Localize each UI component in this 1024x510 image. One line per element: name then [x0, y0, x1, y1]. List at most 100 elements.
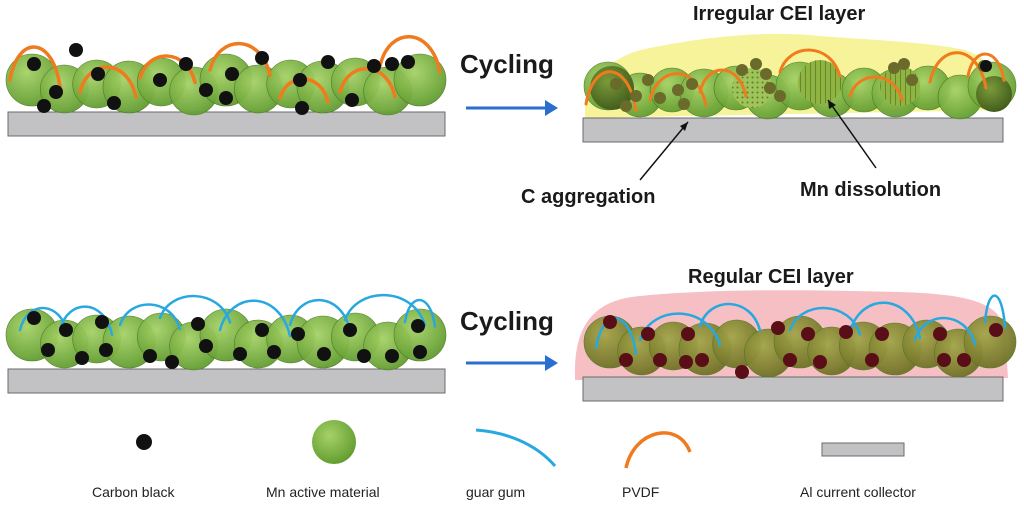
al-current-collector — [582, 117, 1004, 143]
carbon-black-cycled — [735, 365, 749, 379]
carbon-black-particle — [107, 96, 121, 110]
carbon-black-particle — [219, 91, 233, 105]
carbon-black-cycled — [933, 327, 947, 341]
mn-active-particle — [976, 76, 1012, 112]
carbon-aggregate — [898, 58, 910, 70]
carbon-aggregate — [736, 64, 748, 76]
al-current-collector — [7, 111, 446, 137]
regular-cei-label: Regular CEI layer — [688, 266, 854, 288]
carbon-black-particle — [357, 349, 371, 363]
carbon-black-cycled — [619, 353, 633, 367]
carbon-black-particle — [179, 57, 193, 71]
carbon-black-cycled — [937, 353, 951, 367]
carbon-aggregate — [620, 100, 632, 112]
pvdf-binder — [8, 45, 62, 89]
carbon-black-particle — [295, 101, 309, 115]
pvdf-binder — [966, 52, 1006, 82]
carbon-black-cycled — [865, 353, 879, 367]
cycling-label-top: Cycling — [460, 49, 554, 79]
carbon-aggregate — [654, 92, 666, 104]
irregular-cei-label: Irregular CEI layer — [693, 3, 866, 25]
carbon-aggregate — [774, 90, 786, 102]
carbon-black-particle — [95, 315, 109, 329]
carbon-black-particle — [91, 67, 105, 81]
carbon-black-particle — [75, 351, 89, 365]
carbon-aggregate — [764, 82, 776, 94]
pvdf-binder — [778, 48, 842, 78]
legend-guar-gum: guar gum — [466, 484, 525, 500]
carbon-black-particle — [291, 327, 305, 341]
carbon-black-cycled — [679, 355, 693, 369]
guar-gum-binder — [983, 294, 1007, 329]
mn-dissolved-particle — [798, 60, 842, 104]
arrow-right-icon — [466, 355, 558, 371]
guar-gum-binder — [848, 301, 922, 340]
pvdf-binder — [138, 54, 197, 85]
carbon-black-particle — [367, 59, 381, 73]
carbon-black-particle — [27, 57, 41, 71]
carbon-black-particle — [401, 55, 415, 69]
carbon-black-particle — [345, 93, 359, 107]
c-aggregation-label: C aggregation — [521, 186, 655, 208]
carbon-black-particle — [385, 57, 399, 71]
pvdf-binder — [698, 68, 748, 98]
mn-dissolution-label: Mn dissolution — [800, 179, 941, 201]
carbon-aggregate — [750, 58, 762, 70]
carbon-aggregate — [630, 90, 642, 102]
carbon-black-particle — [49, 85, 63, 99]
carbon-aggregate — [610, 78, 622, 90]
arrow-right-icon — [466, 100, 558, 116]
carbon-black-particle — [225, 67, 239, 81]
mn-particle-icon — [312, 420, 356, 464]
pvdf-binder — [848, 75, 904, 102]
carbon-aggregate — [888, 62, 900, 74]
carbon-black-cycled — [771, 321, 785, 335]
carbon-black-particle — [165, 355, 179, 369]
pvdf-binder — [648, 72, 708, 107]
guar-gum-binder — [118, 303, 182, 331]
carbon-black-icon — [136, 434, 152, 450]
carbon-aggregate — [760, 68, 772, 80]
carbon-black-cycled — [783, 353, 797, 367]
carbon-black-particle — [59, 323, 73, 337]
legend-al-current-collector: Al current collector — [800, 484, 916, 500]
mn-dissolved-particle — [880, 66, 920, 106]
carbon-black-particle — [37, 99, 51, 113]
carbon-black-cycled — [603, 315, 617, 329]
carbon-black-particle — [267, 345, 281, 359]
carbon-black-particle — [69, 43, 83, 57]
carbon-black-cycled — [839, 325, 853, 339]
pvdf-icon — [624, 431, 692, 469]
carbon-black-particle — [27, 311, 41, 325]
carbon-black-cycled — [957, 353, 971, 367]
carbon-black-particle — [980, 60, 992, 72]
guar-gum-binder — [403, 298, 437, 328]
mn-active-particle — [963, 315, 1017, 369]
legend-pvdf: PVDF — [622, 484, 659, 500]
carbon-black-particle — [343, 323, 357, 337]
c-aggregation-pointer — [639, 121, 689, 181]
collector-icon — [821, 442, 905, 457]
carbon-black-particle — [385, 349, 399, 363]
mn-dissolution-pointer — [827, 99, 877, 169]
carbon-black-particle — [293, 73, 307, 87]
guar-gum-binder — [913, 316, 977, 346]
carbon-black-particle — [255, 51, 269, 65]
al-current-collector — [582, 376, 1004, 402]
legend-mn-active-material: Mn active material — [266, 484, 380, 500]
pvdf-binder — [378, 35, 442, 74]
carbon-black-particle — [413, 345, 427, 359]
carbon-black-particle — [143, 349, 157, 363]
carbon-black-particle — [99, 343, 113, 357]
carbon-black-particle — [41, 343, 55, 357]
carbon-black-cycled — [989, 323, 1003, 337]
guar-gum-binder — [158, 294, 232, 324]
carbon-black-cycled — [681, 327, 695, 341]
carbon-aggregate — [906, 74, 918, 86]
carbon-black-particle — [233, 347, 247, 361]
carbon-black-particle — [199, 83, 213, 97]
carbon-black-cycled — [653, 353, 667, 367]
carbon-black-cycled — [695, 353, 709, 367]
